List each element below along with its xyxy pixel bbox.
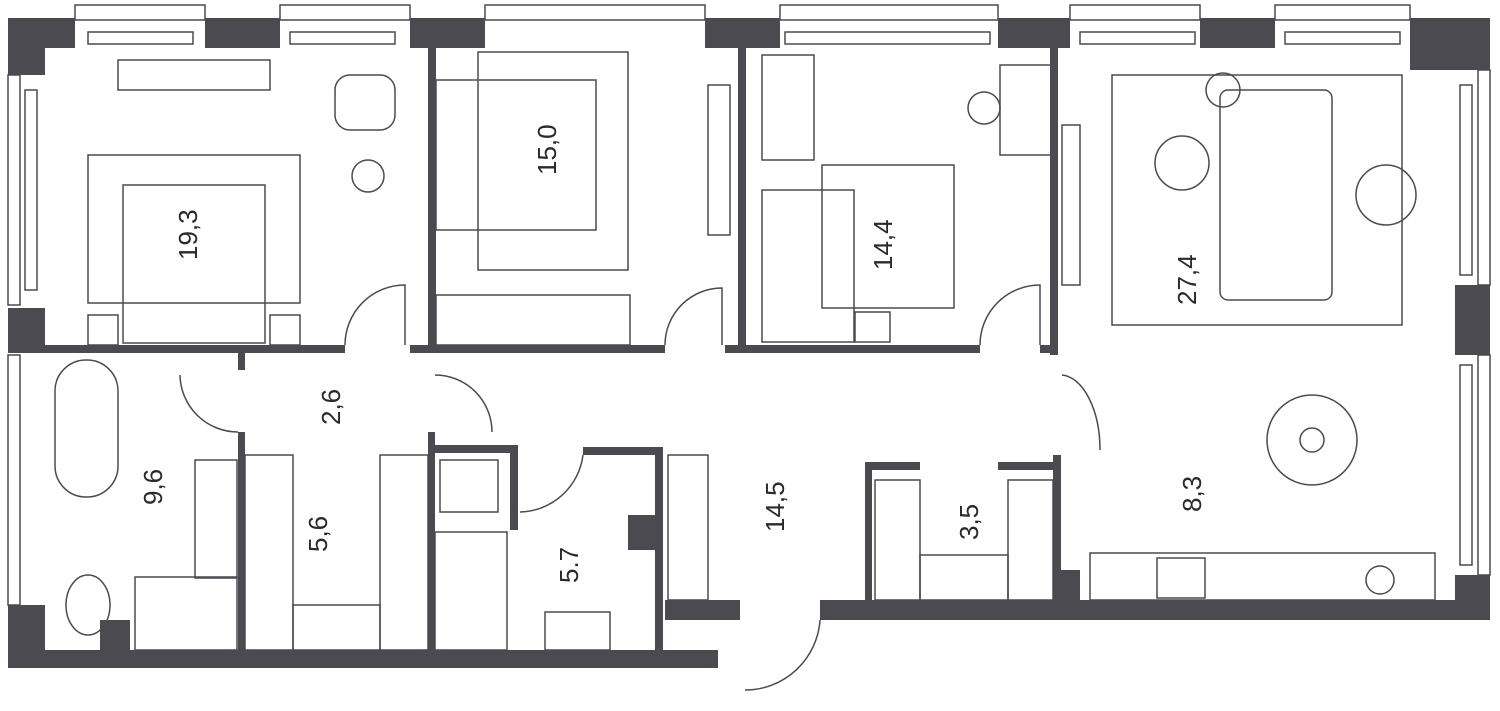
area-label-corridor-small: 2,6 (316, 389, 346, 425)
windows (7, 4, 1491, 606)
area-label-living-room: 27,4 (1172, 254, 1202, 305)
area-label-bedroom-1: 19,3 (173, 209, 203, 260)
area-label-bedroom-3: 14,4 (868, 219, 898, 270)
doors (179, 284, 1101, 691)
area-label-wardrobe-1: 5,6 (303, 516, 333, 552)
area-label-bedroom-2: 15,0 (532, 124, 562, 175)
area-label-hall: 14,5 (760, 481, 790, 532)
area-label-bathroom-1: 9,6 (138, 469, 168, 505)
furniture (54, 51, 1436, 651)
area-labels: 19,3 15,0 14,4 27,4 2,6 9,6 5,6 5.7 14,5… (138, 124, 1207, 583)
area-label-kitchen: 8,3 (1177, 476, 1207, 512)
walls (8, 18, 1490, 668)
area-label-bathroom-2: 5.7 (554, 547, 584, 583)
area-label-wardrobe-2: 3,5 (954, 504, 984, 540)
